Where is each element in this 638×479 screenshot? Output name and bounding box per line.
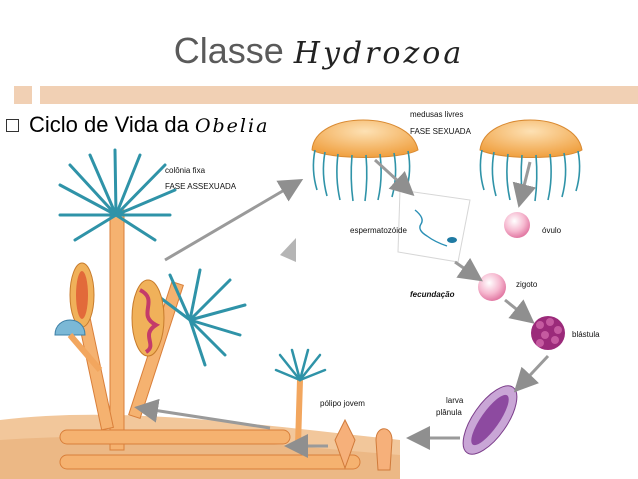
label-colonia-fixa: colônia fixa	[165, 166, 206, 175]
label-zigoto: zigoto	[516, 280, 538, 289]
young-polyp-1	[334, 418, 356, 470]
label-blastula: blástula	[572, 330, 600, 339]
planula-larva	[462, 385, 518, 455]
bullet-taxon: Obelia	[194, 115, 270, 137]
closed-polyp	[54, 319, 103, 372]
accent-band	[40, 86, 638, 104]
label-ovulo: óvulo	[542, 226, 562, 235]
polyp-crown-top	[58, 148, 177, 242]
label-planula: plânula	[436, 408, 462, 417]
medusa-right	[479, 119, 583, 202]
polyp-crown-right	[148, 268, 247, 367]
accent-square	[14, 86, 32, 104]
arrowhead-decor	[280, 238, 296, 262]
sperm-cell	[397, 189, 471, 263]
label-medusas-livres: medusas livres	[410, 110, 464, 119]
bullet-square-icon	[6, 119, 19, 132]
slide-title: Classe Hydrozoa	[0, 30, 638, 72]
gonangium-right	[131, 279, 165, 357]
medusa-left	[311, 119, 419, 202]
blastula	[531, 316, 565, 350]
label-larva: larva	[446, 396, 464, 405]
cycle-arrows	[134, 158, 550, 458]
label-fase-sexuada: FASE SEXUADA	[410, 127, 471, 136]
zygote	[478, 273, 506, 301]
bullet-item: Ciclo de Vida da Obelia	[6, 112, 269, 138]
ovum	[504, 212, 530, 238]
label-polipo-jovem: pólipo jovem	[320, 399, 365, 408]
label-espermatozoide: espermatozóide	[350, 226, 407, 235]
title-taxon: Hydrozoa	[293, 36, 465, 71]
label-fecundacao: fecundação	[410, 290, 455, 299]
title-main: Classe	[173, 30, 284, 71]
label-fase-assexuada: FASE ASSEXUADA	[165, 182, 237, 191]
bullet-text: Ciclo de Vida da	[29, 112, 189, 137]
young-polyp-2	[375, 428, 393, 471]
gonangium-left	[69, 262, 95, 328]
